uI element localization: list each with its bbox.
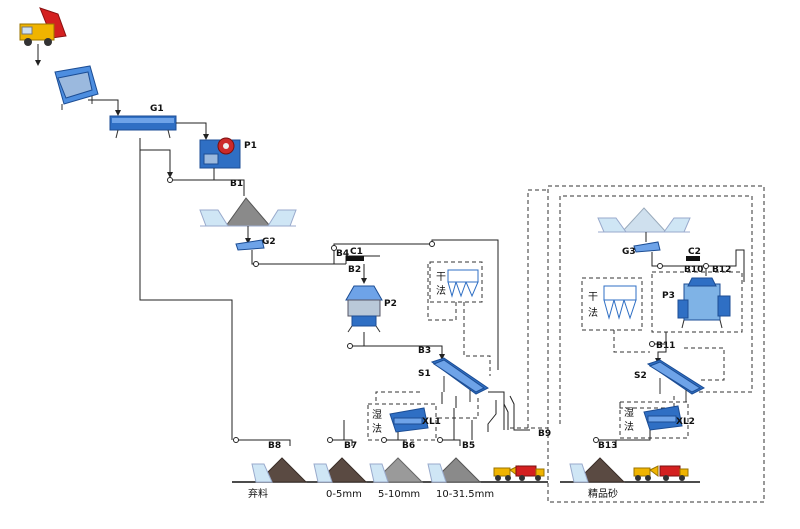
dust-collector-1-icon [447, 269, 479, 298]
label-b4: B4 [336, 249, 349, 259]
feeder-g3-icon [633, 241, 661, 253]
loader-2-icon [633, 465, 659, 481]
dry2-char-b: 法 [588, 306, 598, 319]
stockpile-2-icon [597, 207, 691, 233]
label-b2: B2 [348, 265, 361, 275]
label-b13: B13 [598, 441, 617, 451]
dry-method-box-2 [581, 277, 643, 331]
dry2-char-a: 干 [588, 292, 598, 303]
product-waste: 弃料 [248, 487, 268, 500]
dump-truck-icon [19, 7, 67, 46]
feed-hopper-icon [54, 65, 99, 110]
label-g1: G1 [150, 104, 164, 114]
vibrating-screen-s1-icon [430, 357, 489, 402]
dry1-char-b: 法 [436, 284, 446, 297]
label-b7: B7 [344, 441, 357, 451]
stockpile-waste-icon [251, 457, 308, 483]
stockpile-10-31-icon [427, 457, 482, 483]
feeder-g2-icon [235, 239, 265, 251]
label-g3: G3 [622, 247, 636, 257]
stockpile-0-5-icon [313, 457, 368, 483]
label-p3: P3 [662, 291, 675, 301]
truck-2-icon [659, 465, 689, 481]
label-b3: B3 [418, 346, 431, 356]
conveyor-c2-icon [686, 256, 700, 261]
label-g2: G2 [262, 237, 276, 247]
label-p1: P1 [244, 141, 257, 151]
label-p2: P2 [384, 299, 397, 309]
label-b12: B12 [712, 265, 731, 275]
cone-crusher-p2-icon [345, 285, 383, 333]
label-b9: B9 [538, 429, 551, 439]
product-5-10: 5-10mm [378, 489, 420, 500]
feeder-g1-icon [109, 115, 177, 139]
sand-washer-xl1-icon [389, 407, 429, 433]
label-s2: S2 [634, 371, 647, 381]
sand-washer-xl2-icon [643, 405, 683, 431]
dust-collector-2-icon [603, 285, 637, 320]
sand-maker-p3-icon [677, 277, 731, 329]
stockpile-1-icon [199, 197, 297, 227]
wet1-char-a: 湿 [372, 409, 382, 421]
jaw-crusher-p1-icon [199, 137, 241, 169]
stockpile-fine-sand-icon [569, 457, 626, 483]
wet2-char-b: 法 [624, 420, 634, 433]
label-c2: C2 [688, 247, 701, 257]
conveyor-c1-icon [346, 256, 364, 261]
label-b6: B6 [402, 441, 415, 451]
label-s1: S1 [418, 369, 431, 379]
label-b5: B5 [462, 441, 475, 451]
product-0-5: 0-5mm [326, 489, 362, 500]
label-b1: B1 [230, 179, 243, 189]
label-xl1: XL1 [422, 417, 441, 427]
wet-method-box-2 [619, 401, 689, 439]
stockpile-5-10-icon [369, 457, 424, 483]
label-b10: B10 [684, 265, 703, 275]
label-xl2: XL2 [676, 417, 695, 427]
wet2-char-a: 湿 [624, 407, 634, 419]
dry1-char-a: 干 [436, 272, 446, 283]
truck-1-icon [515, 465, 545, 481]
sand-maker-box [651, 271, 743, 333]
wet1-char-b: 法 [372, 422, 382, 435]
dry-method-box-1 [429, 261, 483, 303]
loader-1-icon [493, 465, 519, 481]
product-10-31: 10-31.5mm [436, 489, 494, 500]
label-b8: B8 [268, 441, 281, 451]
fine-sand-section-frame [547, 185, 765, 503]
wet-method-box-1 [367, 403, 437, 441]
vibrating-screen-s2-icon [646, 359, 706, 402]
label-c1: C1 [350, 247, 363, 257]
product-fine-sand: 精品砂 [588, 487, 618, 500]
